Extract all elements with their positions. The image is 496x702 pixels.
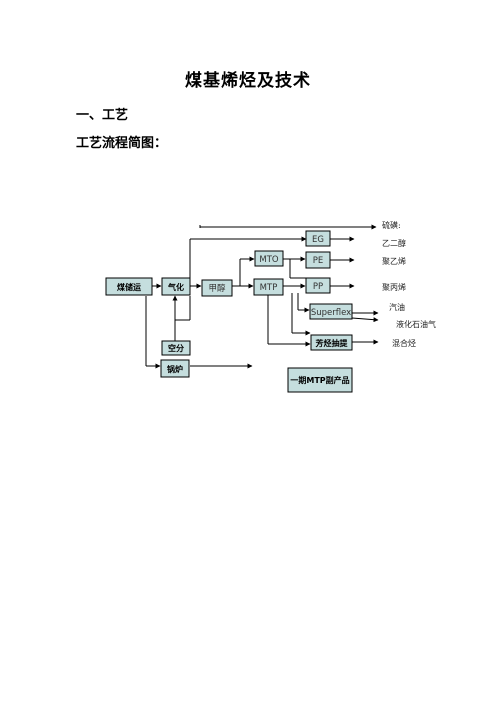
- output-gasoline: 汽油: [389, 302, 405, 312]
- node-pp: PP: [305, 277, 331, 294]
- node-aromatics-extraction: 芳烃抽提: [310, 334, 353, 351]
- svg-text:煤储运: 煤储运: [117, 282, 141, 292]
- svg-text:芳烃抽提: 芳烃抽提: [316, 338, 349, 348]
- svg-text:一期MTP副产品: 一期MTP副产品: [290, 375, 349, 385]
- svg-text:Superflex: Superflex: [311, 308, 351, 318]
- svg-text:气化: 气化: [167, 282, 184, 292]
- node-air-separation: 空分: [161, 340, 191, 356]
- svg-text:空分: 空分: [168, 343, 184, 353]
- node-eg: EG: [305, 230, 331, 247]
- node-pe: PE: [305, 251, 331, 269]
- output-ethylene-glycol: 乙二醇: [382, 238, 406, 248]
- output-polyethylene: 聚乙烯: [382, 256, 406, 266]
- node-mtp: MTP: [253, 278, 284, 296]
- svg-text:MTO: MTO: [259, 255, 279, 265]
- node-mtp-byproduct: 一期MTP副产品: [287, 367, 353, 393]
- subsection-heading: 工艺流程简图：: [76, 136, 168, 151]
- output-lpg: 液化石油气: [396, 319, 436, 329]
- node-methanol: 甲醇: [201, 279, 233, 297]
- node-boiler: 锅炉: [160, 359, 190, 378]
- svg-text:锅炉: 锅炉: [166, 364, 183, 374]
- output-polypropylene: 聚丙烯: [382, 282, 406, 292]
- node-mto: MTO: [254, 250, 284, 267]
- svg-text:甲醇: 甲醇: [208, 283, 226, 294]
- output-sulfur: 硫磺:: [382, 220, 401, 230]
- section-heading: 一、工艺: [76, 108, 129, 123]
- page-title: 煤基烯烃及技术: [185, 71, 311, 91]
- svg-text:PP: PP: [313, 282, 323, 292]
- output-mixed-hydrocarbons: 混合烃: [392, 338, 416, 348]
- node-superflex: Superflex: [309, 303, 353, 320]
- svg-text:EG: EG: [312, 235, 324, 245]
- node-coal-transport: 煤储运: [105, 277, 153, 296]
- svg-text:MTP: MTP: [260, 283, 278, 293]
- node-gasification: 气化: [161, 277, 191, 296]
- flow-lines: [145, 224, 379, 369]
- svg-text:PE: PE: [313, 256, 324, 266]
